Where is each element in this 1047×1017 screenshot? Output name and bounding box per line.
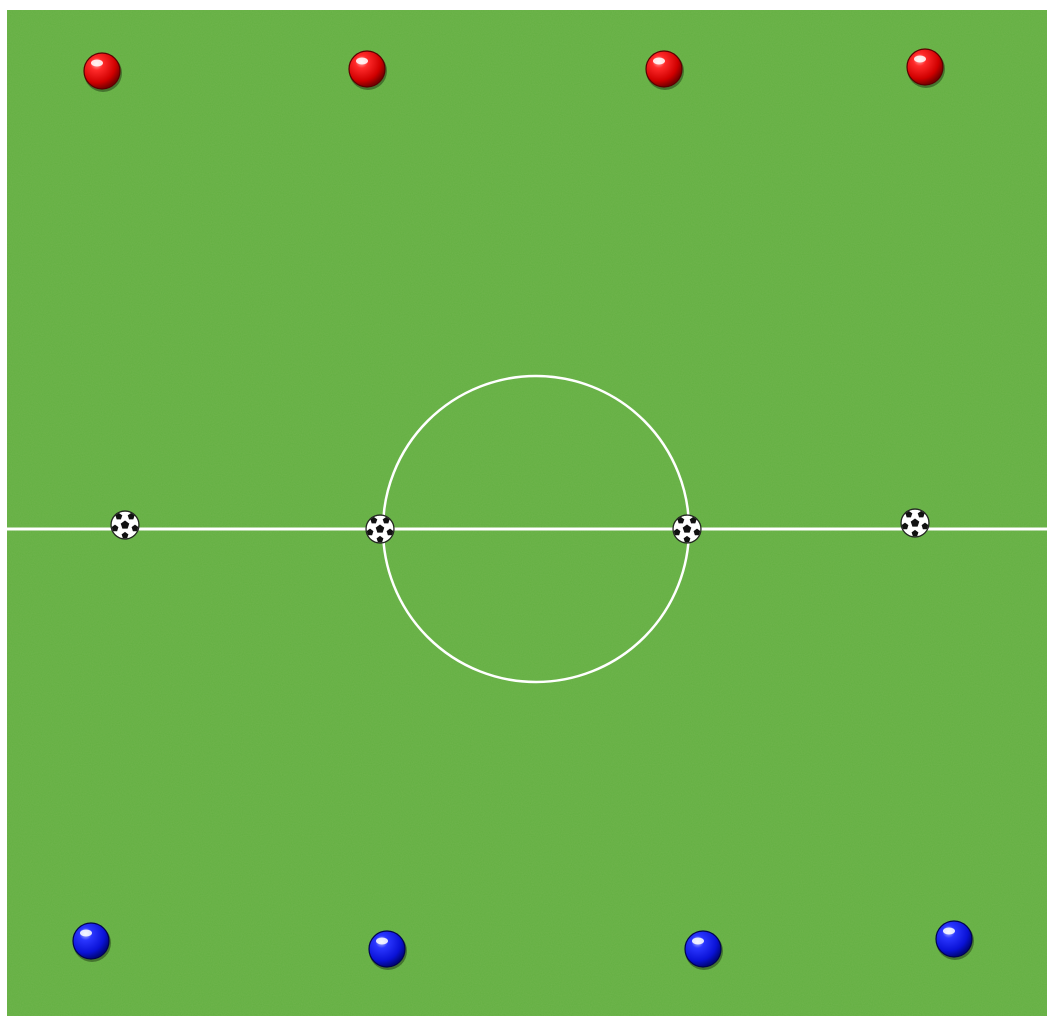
soccer-ball [901,509,929,537]
soccer-ball [111,511,139,539]
pitch [7,10,1047,1016]
soccer-ball [673,515,701,543]
soccer-ball [366,515,394,543]
grass-texture [7,10,1047,1016]
soccer-drill-diagram [7,10,1047,1016]
